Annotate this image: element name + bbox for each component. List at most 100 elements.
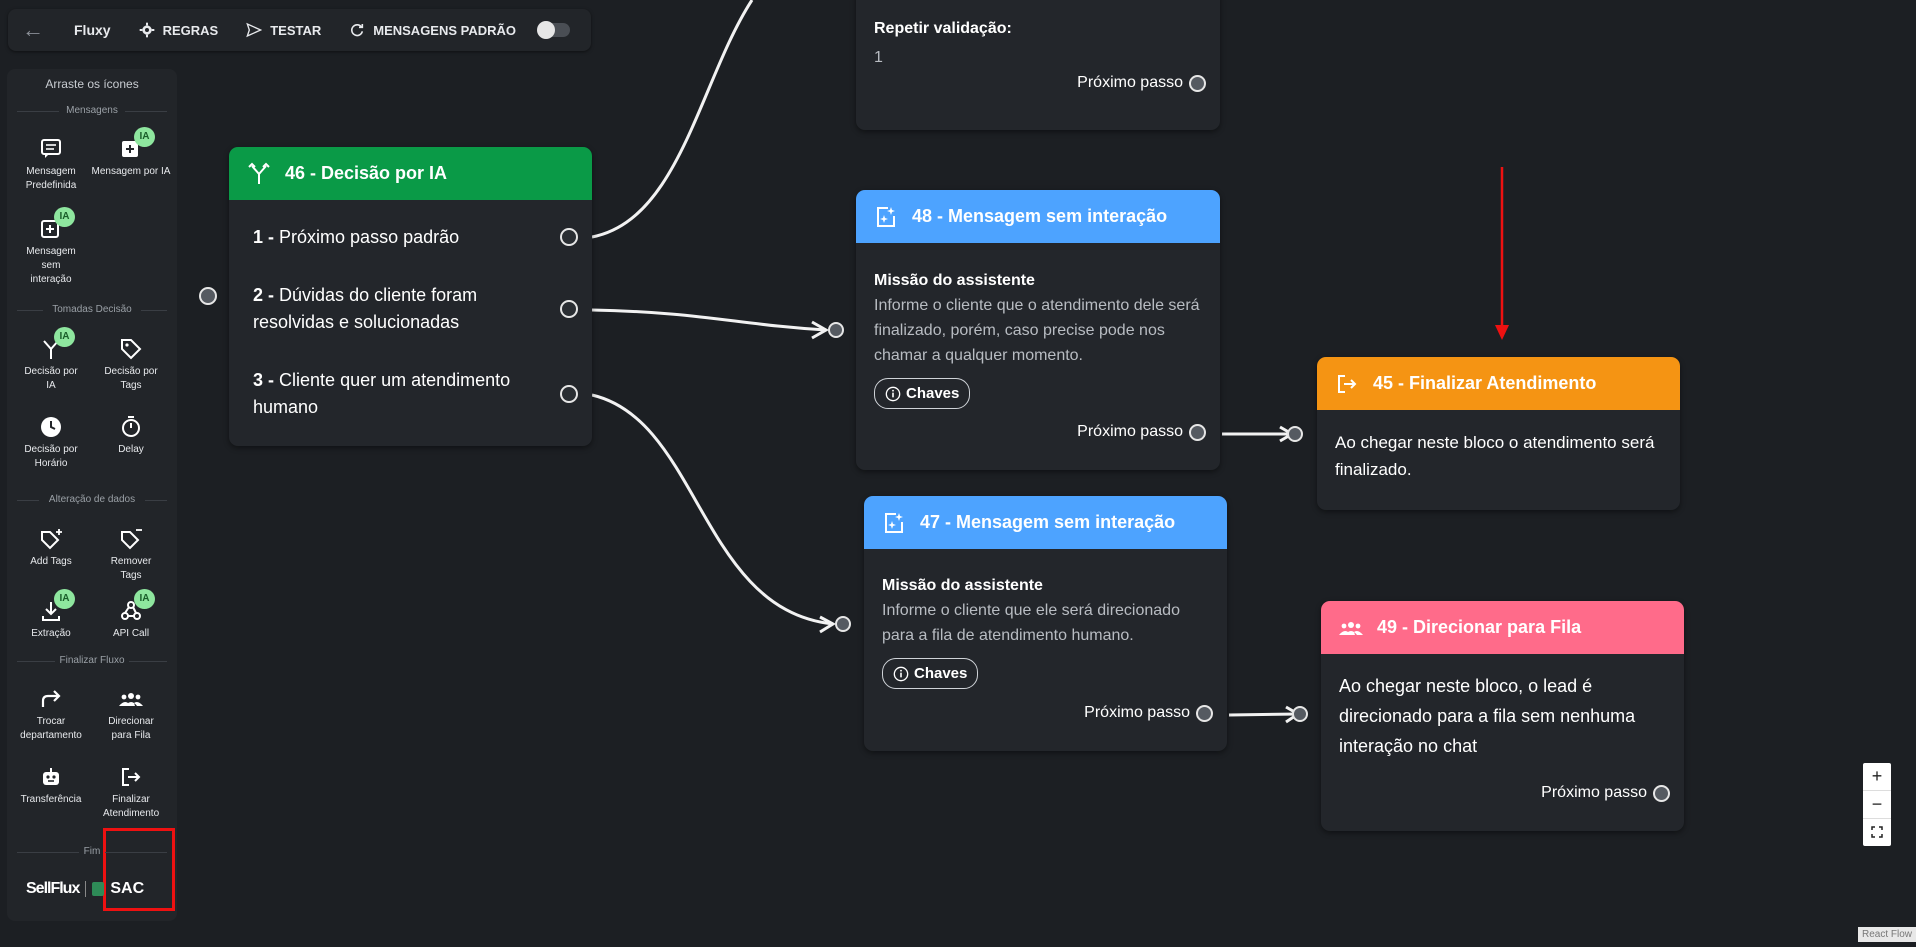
ia-badge: IA [54,589,75,609]
next-step[interactable]: Próximo passo [1077,74,1206,92]
redirect-arrow-icon [39,687,63,711]
group-icon [1339,621,1363,635]
mission-label: Missão do assistente [882,577,1043,594]
option-text: Próximo passo padrão [279,227,460,247]
node-46-ai-decision[interactable]: 46 - Decisão por IA 1 - Próximo passo pa… [229,147,592,446]
node-header: 45 - Finalizar Atendimento [1317,357,1680,410]
palette-transfer[interactable]: Transferência [11,765,91,807]
zoom-in-button[interactable]: + [1863,763,1891,791]
next-step[interactable]: Próximo passo [1084,704,1213,722]
node-48-message[interactable]: 48 - Mensagem sem interação Missão do as… [856,190,1220,470]
sac-logo-icon [92,882,105,896]
section-end: Fim [17,846,167,858]
default-messages-toggle[interactable] [537,21,571,39]
source-handle[interactable] [1189,74,1206,92]
option-2-handle[interactable] [560,300,578,318]
rules-label: REGRAS [162,22,219,38]
node-45-finish-service[interactable]: 45 - Finalizar Atendimento Ao chegar nes… [1317,357,1680,510]
palette-label: Trocar departamento [20,716,82,741]
logout-icon [1338,374,1357,393]
info-icon [893,666,909,681]
palette-label: Remover Tags [110,556,152,581]
footer-logos: SellFlux SAC [26,880,144,898]
zoom-out-button[interactable]: − [1863,791,1891,819]
next-step-label: Próximo passo [1541,784,1647,801]
palette-predefined-message[interactable]: Mensagem Predefinida [11,137,91,193]
palette-ai-message[interactable]: IA Mensagem por IA [91,127,171,179]
option-1-handle[interactable] [560,228,578,246]
tag-minus-icon [119,527,143,551]
ia-badge: IA [54,207,75,227]
palette-direct-queue[interactable]: Direcionar para Fila [91,687,171,743]
target-handle-49 [1292,706,1308,722]
top-toolbar: ← Fluxy REGRAS TESTAR MENSAGENS PADRÃO [8,9,591,51]
group-icon [119,687,143,711]
palette-label: Finalizar Atendimento [103,794,160,819]
node-49-direct-queue[interactable]: 49 - Direcionar para Fila Ao chegar nest… [1321,601,1684,831]
next-step-label: Próximo passo [1077,74,1183,91]
fit-view-button[interactable] [1863,819,1891,846]
repeat-validation-value: 1 [874,49,883,66]
node-title: 48 - Mensagem sem interação [912,206,1168,226]
node-top-partial[interactable]: Repetir validação: 1 Próximo passo [856,0,1220,130]
palette-label: API Call [112,628,150,639]
node-header: 47 - Mensagem sem interação [864,496,1227,549]
ia-badge: IA [54,327,75,347]
sparkle-message-icon [877,206,895,227]
target-handle-45 [1287,426,1303,442]
keys-label: Chaves [906,385,960,402]
rules-button[interactable]: REGRAS [139,22,219,38]
mission-label: Missão do assistente [874,272,1035,289]
keys-chip[interactable]: Chaves [874,378,971,409]
zoom-controls: + − [1863,763,1891,846]
source-handle[interactable] [1653,784,1670,802]
logout-icon [119,765,143,789]
option-number: 2 - [253,285,275,305]
source-handle[interactable] [1189,423,1206,441]
sellflux-logo: SellFlux [26,880,80,897]
palette-remove-tags[interactable]: Remover Tags [91,527,171,583]
node-description: Ao chegar neste bloco, o lead é direcion… [1339,676,1636,756]
palette-label: Extração [31,628,71,639]
target-handle-48 [828,322,844,338]
palette-no-interaction-message[interactable]: IA Mensagem sem interação [11,207,91,287]
keys-chip[interactable]: Chaves [882,658,979,689]
send-icon [246,22,263,38]
palette-label: Delay [118,444,144,455]
edge-top [591,0,754,239]
default-messages-button[interactable]: MENSAGENS PADRÃO [349,22,516,38]
palette-time-decision[interactable]: Decisão por Horário [11,415,91,471]
test-label: TESTAR [270,22,322,38]
option-number: 3 - [253,370,275,390]
robot-icon [39,765,63,789]
ia-badge: IA [134,127,155,147]
palette-change-department[interactable]: Trocar departamento [11,687,91,743]
palette-label: Decisão por IA [24,366,78,391]
arrow-47 [819,615,837,634]
palette-finish-service[interactable]: Finalizar Atendimento [91,765,171,821]
palette-ai-decision[interactable]: IA Decisão por IA [11,327,91,393]
palette-api-call[interactable]: IA API Call [91,589,171,641]
repeat-validation-label: Repetir validação: [874,20,1012,37]
decision-option-1: 1 - Próximo passo padrão [253,224,553,251]
palette-delay[interactable]: Delay [91,415,171,457]
next-step[interactable]: Próximo passo [1077,423,1206,441]
fork-icon [248,162,270,184]
back-arrow-icon[interactable]: ← [22,17,44,42]
react-flow-attribution[interactable]: React Flow [1857,927,1916,942]
palette-add-tags[interactable]: Add Tags [11,527,91,569]
palette-extraction[interactable]: IA Extração [11,589,91,641]
option-3-handle[interactable] [560,385,578,403]
option-text: Cliente quer um atendimento humano [253,370,511,417]
node-47-message[interactable]: 47 - Mensagem sem interação Missão do as… [864,496,1227,751]
download-icon: IA [39,589,75,623]
source-handle[interactable] [1196,704,1213,722]
red-highlight-box [103,828,175,911]
fit-view-icon [1871,826,1883,838]
test-button[interactable]: TESTAR [246,22,321,38]
next-step[interactable]: Próximo passo [1541,784,1670,802]
palette-tag-decision[interactable]: Decisão por Tags [91,337,171,393]
refresh-icon [351,24,364,37]
node-description: Ao chegar neste bloco o atendimento será… [1335,433,1655,479]
